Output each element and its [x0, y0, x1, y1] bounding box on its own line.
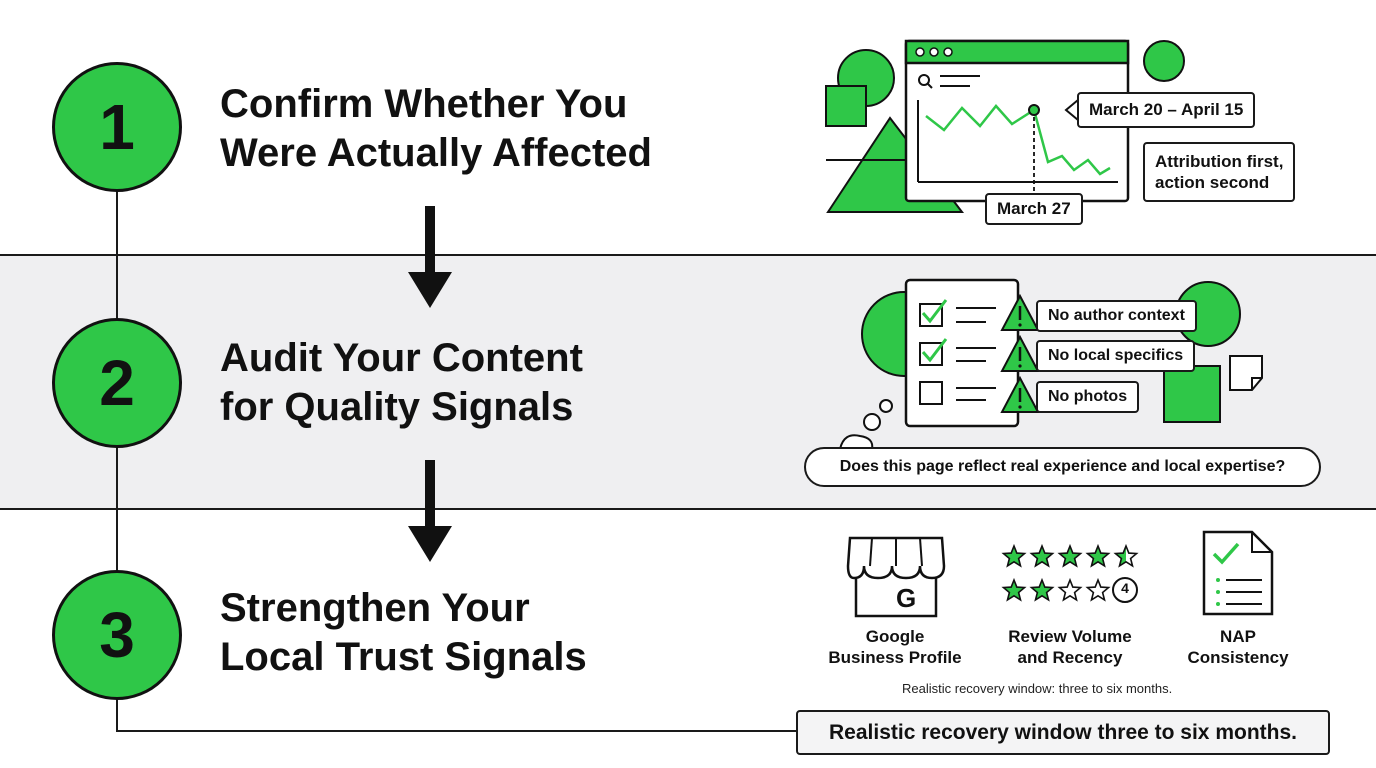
timeline-line [116, 180, 118, 732]
circle-shape [837, 49, 895, 107]
star-icon [1057, 577, 1083, 602]
warning-author-context: No author context [1036, 300, 1197, 332]
star-icon [1085, 577, 1111, 602]
star-icon [1029, 543, 1055, 568]
step-2-title-line2: for Quality Signals [220, 385, 574, 429]
recovery-window-note: Realistic recovery window: three to six … [902, 681, 1173, 696]
warning-photos: No photos [1036, 381, 1140, 413]
triangle-shape [826, 116, 965, 213]
star-icon [1001, 577, 1027, 602]
step-3-title: Strengthen Your Local Trust Signals [220, 584, 587, 682]
checked-document-icon [1202, 530, 1274, 616]
star-icon [1001, 543, 1027, 568]
step-1-title-line2: Were Actually Affected [220, 131, 652, 175]
star-icon [1057, 543, 1083, 568]
step-1-title-line1: Confirm Whether You [220, 82, 628, 126]
circle-shape [1143, 40, 1185, 82]
recovery-window-summary: Realistic recovery window three to six m… [796, 710, 1330, 755]
step-2-number: 2 [52, 318, 182, 448]
nap-consistency-label: NAP Consistency [1187, 627, 1289, 667]
review-count-badge: 4 [1121, 580, 1129, 596]
step-3-title-line1: Strengthen Your [220, 586, 530, 630]
star-icon [1113, 543, 1139, 568]
event-date-callout: March 27 [985, 193, 1083, 225]
quality-question-bubble: Does this page reflect real experience a… [804, 447, 1321, 487]
search-icon [918, 74, 933, 89]
down-arrow-icon [408, 206, 452, 308]
step-3-number: 3 [52, 570, 182, 700]
step-2-title: Audit Your Content for Quality Signals [220, 334, 583, 432]
step-1-number: 1 [52, 62, 182, 192]
attribution-note: Attribution first, action second [1143, 142, 1296, 202]
attribution-note-line2: action second [1155, 173, 1270, 192]
star-icon [1085, 543, 1111, 568]
step-1-title: Confirm Whether You Were Actually Affect… [220, 80, 652, 178]
square-shape [825, 85, 867, 127]
star-icon [1029, 577, 1055, 602]
step-3-title-line2: Local Trust Signals [220, 635, 587, 679]
date-range-callout: March 20 – April 15 [1077, 92, 1256, 128]
down-arrow-icon [408, 460, 452, 562]
step-2-title-line1: Audit Your Content [220, 336, 583, 380]
star-rating-icon [1001, 543, 1139, 568]
google-business-profile-label: Google Business Profile [828, 627, 962, 667]
warning-local-specifics: No local specifics [1036, 340, 1196, 372]
google-logo-icon: G [896, 583, 917, 613]
timeline-connector [116, 730, 796, 732]
review-volume-label: Review Volume and Recency [1008, 627, 1132, 667]
attribution-note-line1: Attribution first, [1155, 152, 1284, 171]
